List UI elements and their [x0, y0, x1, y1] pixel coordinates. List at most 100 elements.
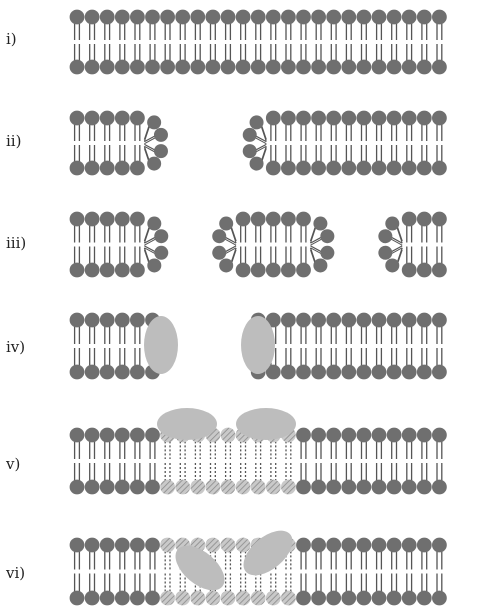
lipid-pair: [432, 110, 447, 176]
lipid-headgroup: [416, 59, 432, 75]
lipid-headgroup: [296, 262, 311, 278]
lipid-headgroup: [84, 59, 100, 75]
lipid-headgroup: [386, 364, 402, 380]
lipid-headgroup: [99, 160, 115, 176]
lipid-headgroup: [371, 590, 387, 606]
lipid-headgroup: [265, 59, 281, 75]
lipid-headgroup: [114, 262, 130, 278]
lipid-pair: [99, 211, 115, 278]
lipid-pair: [371, 9, 387, 75]
lipid-headgroup: [250, 59, 266, 75]
panel-label-vi: vi): [5, 564, 25, 582]
lipid-headgroup: [84, 9, 100, 25]
lipid-headgroup: [416, 9, 432, 25]
lipid-pair: [432, 427, 447, 495]
lipid-pair: [69, 9, 85, 75]
lipid-headgroup: [386, 110, 402, 126]
lipid-pair: [432, 211, 447, 278]
lipid-headgroup: [356, 427, 372, 443]
lipid-headgroup: [145, 590, 160, 606]
lipid-pair: [296, 537, 311, 606]
lipid-headgroup: [432, 537, 447, 553]
lipid-headgroup: [356, 479, 372, 495]
lipid-headgroup: [296, 211, 311, 227]
lipid-headgroup: [130, 262, 145, 278]
lipid-pair: [371, 312, 387, 380]
lipid-pair: [356, 110, 372, 176]
curved-lipid-rim: [212, 216, 237, 273]
lipid-headgroup: [401, 364, 417, 380]
panel-label-iii: iii): [6, 234, 26, 252]
lipid-headgroup: [114, 537, 130, 553]
lipid-headgroup: [416, 312, 432, 328]
lipid-headgroup: [281, 262, 296, 278]
lipid-headgroup: [99, 110, 115, 126]
lipid-headgroup: [190, 590, 206, 606]
lipid-headgroup: [235, 479, 251, 495]
lipid-headgroup: [242, 127, 257, 142]
lipid-headgroup: [326, 479, 342, 495]
lipid-headgroup: [432, 59, 447, 75]
lipid-headgroup: [385, 216, 400, 231]
lipid-headgroup: [99, 537, 115, 553]
lipid-headgroup: [160, 590, 176, 606]
lipid-pair: [69, 537, 85, 606]
lipid-pair: [114, 312, 130, 380]
lipid-pair: [311, 537, 326, 606]
panel-v-carpet-surface: [69, 408, 447, 495]
lipid-pair: [401, 110, 417, 176]
lipid-pair: [84, 312, 100, 380]
lipid-pair: [130, 312, 145, 380]
lipid-headgroup: [147, 115, 162, 130]
lipid-headgroup: [401, 479, 417, 495]
lipid-headgroup: [281, 9, 296, 25]
lipid-pair: [175, 9, 191, 75]
lipid-headgroup: [320, 229, 335, 244]
lipid-headgroup: [69, 110, 85, 126]
lipid-headgroup: [341, 312, 357, 328]
lipid-pair: [416, 9, 432, 75]
lipid-headgroup: [99, 479, 115, 495]
lipid-headgroup: [99, 364, 115, 380]
lipid-pair: [84, 9, 100, 75]
lipid-headgroup: [401, 262, 417, 278]
lipid-headgroup: [326, 590, 342, 606]
lipid-headgroup: [147, 258, 162, 273]
lipid-headgroup: [265, 364, 281, 380]
curved-lipid-rim: [143, 115, 168, 171]
peptide: [241, 316, 275, 374]
lipid-pair: [296, 211, 311, 278]
lipid-headgroup: [265, 211, 281, 227]
lipid-headgroup: [371, 479, 387, 495]
lipid-pair: [356, 9, 372, 75]
lipid-headgroup: [220, 9, 236, 25]
panel-labels: i) ii) iii) iv) v) vi): [5, 30, 26, 582]
lipid-pair: [99, 312, 115, 380]
lipid-pair: [416, 211, 432, 278]
lipid-headgroup: [401, 110, 417, 126]
lipid-pair: [69, 312, 85, 380]
lipid-pair: [311, 110, 326, 176]
lipid-headgroup: [416, 262, 432, 278]
lipid-pair: [341, 110, 357, 176]
lipid-pair: [432, 537, 447, 606]
lipid-headgroup: [386, 427, 402, 443]
lipid-pair: [311, 427, 326, 495]
lipid-headgroup: [281, 479, 296, 495]
lipid-tail: [395, 225, 403, 244]
lipid-headgroup: [296, 427, 311, 443]
lipid-headgroup: [356, 312, 372, 328]
lipid-pair: [84, 537, 100, 606]
lipid-headgroup: [326, 59, 342, 75]
lipid-pair: [326, 9, 342, 75]
peptide: [144, 316, 178, 374]
lipid-headgroup: [311, 9, 326, 25]
lipid-headgroup: [386, 160, 402, 176]
lipid-headgroup: [114, 9, 130, 25]
lipid-headgroup: [114, 479, 130, 495]
lipid-headgroup: [84, 262, 100, 278]
lipid-headgroup: [378, 229, 393, 244]
lipid-headgroup: [69, 312, 85, 328]
lipid-headgroup: [249, 115, 264, 130]
lipid-headgroup: [281, 364, 296, 380]
